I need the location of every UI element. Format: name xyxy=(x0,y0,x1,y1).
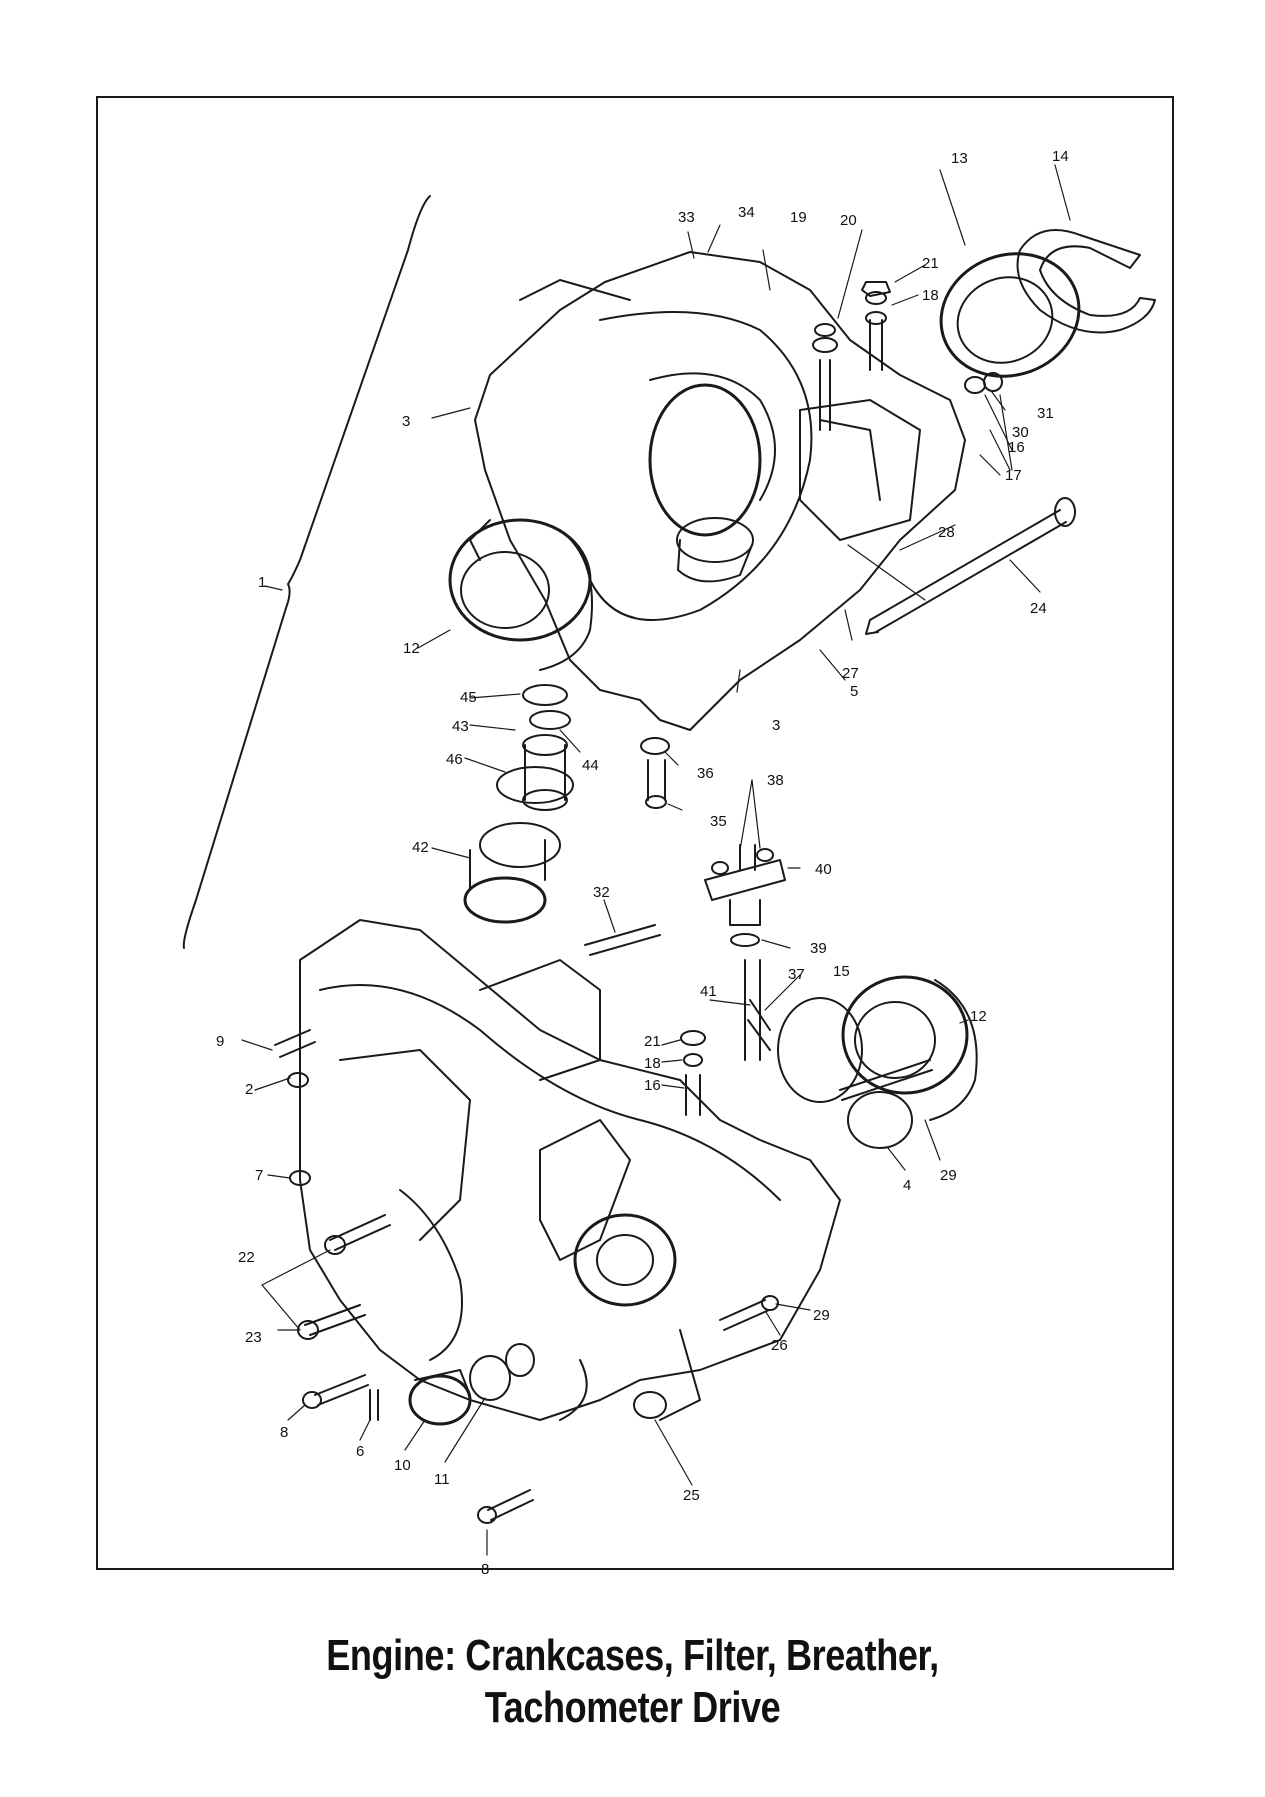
callout-29b: 29 xyxy=(813,1307,830,1324)
bolt-8-bottom xyxy=(487,1489,534,1521)
callout-24: 24 xyxy=(1030,600,1047,617)
callout-25: 25 xyxy=(683,1487,700,1504)
plug-25 xyxy=(633,1391,667,1419)
nut-31 xyxy=(983,372,1003,392)
callout-26: 26 xyxy=(771,1337,788,1354)
callout-35: 35 xyxy=(710,813,727,830)
upper-studs xyxy=(812,281,891,431)
callout-3a: 3 xyxy=(402,413,410,430)
callout-27: 27 xyxy=(842,665,859,682)
callout-32: 32 xyxy=(593,884,610,901)
callout-43: 43 xyxy=(452,718,469,735)
callout-12a: 12 xyxy=(403,640,420,657)
stud-29 xyxy=(839,1059,933,1101)
callout-19: 19 xyxy=(790,209,807,226)
callout-40: 40 xyxy=(815,861,832,878)
callout-37: 37 xyxy=(788,966,805,983)
callout-46: 46 xyxy=(446,751,463,768)
bolt-9 xyxy=(274,1029,316,1058)
callout-22: 22 xyxy=(238,1249,255,1266)
washer-30 xyxy=(964,376,986,394)
part-4 xyxy=(847,1091,913,1149)
bolt-24 xyxy=(865,497,1076,635)
callout-8b: 8 xyxy=(481,1561,489,1578)
callout-16b: 16 xyxy=(644,1077,661,1094)
bearing-12-lower xyxy=(841,975,978,1121)
callout-5: 5 xyxy=(850,683,858,700)
callout-21b: 21 xyxy=(644,1033,661,1050)
dowel-2 xyxy=(287,1072,309,1088)
callout-12b: 12 xyxy=(970,1008,987,1025)
callout-44: 44 xyxy=(582,757,599,774)
washer-29 xyxy=(761,1295,779,1311)
callout-16a: 16 xyxy=(1008,439,1025,456)
bolt-32 xyxy=(584,924,661,956)
group-bracket xyxy=(182,195,431,949)
part-6 xyxy=(369,1389,379,1421)
callout-13: 13 xyxy=(951,150,968,167)
callout-38: 38 xyxy=(767,772,784,789)
callout-4: 4 xyxy=(903,1177,911,1194)
caption-line-1: Engine: Crankcases, Filter, Breather, xyxy=(326,1631,939,1680)
callout-23: 23 xyxy=(245,1329,262,1346)
drain-plug-10 xyxy=(408,1369,472,1426)
washer-11 xyxy=(469,1355,511,1401)
callout-18b: 18 xyxy=(644,1055,661,1072)
callout-21a: 21 xyxy=(922,255,939,272)
callout-14: 14 xyxy=(1052,148,1069,165)
callout-8a: 8 xyxy=(280,1424,288,1441)
callout-6: 6 xyxy=(356,1443,364,1460)
callout-9: 9 xyxy=(216,1033,224,1050)
circlip-14 xyxy=(1016,229,1156,334)
callout-1: 1 xyxy=(258,574,266,591)
callout-2: 2 xyxy=(245,1081,253,1098)
bolt-26 xyxy=(719,1299,770,1331)
callout-3b: 3 xyxy=(772,717,780,734)
callout-29a: 29 xyxy=(940,1167,957,1184)
callout-31: 31 xyxy=(1037,405,1054,422)
callout-41: 41 xyxy=(700,983,717,1000)
callout-labels: 1 2 3 3 4 5 6 7 8 8 9 10 11 12 12 13 14 … xyxy=(216,148,1069,1578)
callout-7: 7 xyxy=(255,1167,263,1184)
leader-lines xyxy=(241,164,1071,1556)
callout-39: 39 xyxy=(810,940,827,957)
callout-42: 42 xyxy=(412,839,429,856)
filter-assembly xyxy=(463,684,574,924)
lower-crankcase xyxy=(299,919,841,1421)
diagram-frame xyxy=(96,96,1174,1570)
callout-33: 33 xyxy=(678,209,695,226)
callout-36: 36 xyxy=(697,765,714,782)
callout-45: 45 xyxy=(460,689,477,706)
caption-line-2: Tachometer Drive xyxy=(484,1683,781,1732)
callout-20: 20 xyxy=(840,212,857,229)
plug-35 xyxy=(640,737,670,809)
callout-28: 28 xyxy=(938,524,955,541)
lower-studs xyxy=(680,1030,706,1116)
callout-17: 17 xyxy=(1005,467,1022,484)
studs-22-23 xyxy=(297,1214,391,1340)
oil-seal-13 xyxy=(939,252,1081,378)
upper-crankcase xyxy=(448,251,966,731)
breather-40 xyxy=(704,844,786,947)
callout-18a: 18 xyxy=(922,287,939,304)
callout-10: 10 xyxy=(394,1457,411,1474)
tacho-drive xyxy=(744,959,771,1061)
callout-15: 15 xyxy=(833,963,850,980)
seal-15 xyxy=(777,997,863,1103)
bolt-8-left xyxy=(314,1374,369,1406)
callout-34: 34 xyxy=(738,204,755,221)
callout-11: 11 xyxy=(434,1471,450,1488)
callout-30: 30 xyxy=(1012,424,1029,441)
